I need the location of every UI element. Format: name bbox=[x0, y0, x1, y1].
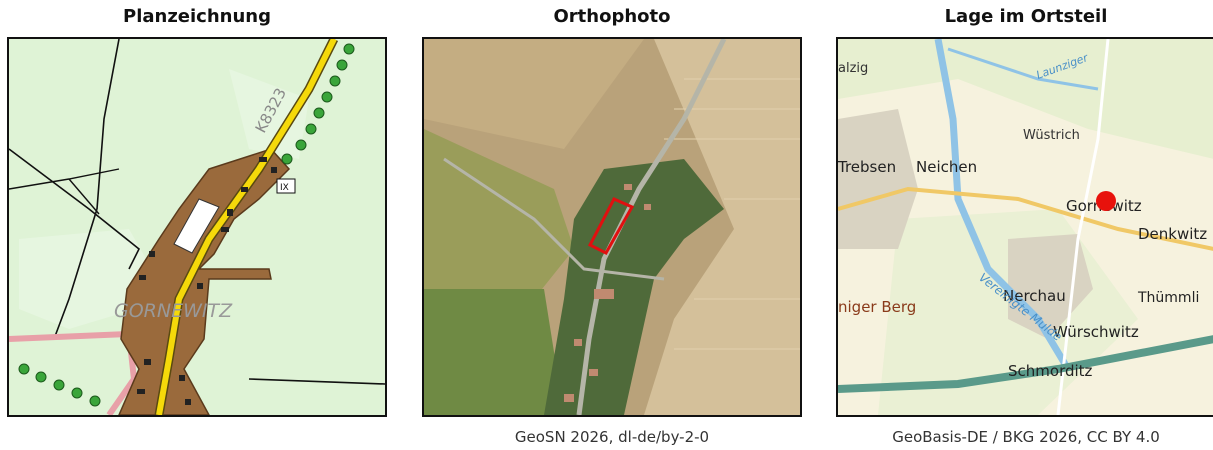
ortho-field bbox=[424, 289, 564, 415]
ortho-field bbox=[644, 39, 800, 415]
location-road bbox=[1056, 39, 1110, 415]
plan-plot[interactable] bbox=[173, 198, 220, 254]
ortho-map[interactable] bbox=[422, 37, 802, 417]
location-road bbox=[838, 186, 1213, 251]
ortho-buildings bbox=[564, 184, 651, 402]
plan-line bbox=[53, 208, 98, 340]
location-label-denkwitz: Denkwitz bbox=[1138, 225, 1207, 243]
location-label-neichen: Neichen bbox=[916, 158, 977, 176]
location-label-berg: niger Berg bbox=[838, 298, 916, 316]
location-label-top-left: alzig bbox=[838, 61, 868, 76]
plan-road bbox=[156, 39, 337, 415]
plan-line bbox=[96, 39, 120, 210]
location-highway bbox=[838, 335, 1213, 393]
location-label-nerchau: Nerchau bbox=[1003, 287, 1066, 305]
plan-place-label: GORNEWITZ bbox=[114, 300, 233, 322]
panel-title-ortho: Orthophoto bbox=[553, 6, 671, 27]
plan-line bbox=[248, 378, 385, 385]
location-map[interactable]: alzig Wüstrich Trebsen Neichen Gornewitz… bbox=[836, 37, 1213, 417]
ortho-credit: GeoSN 2026, dl-de/by-2-0 bbox=[514, 428, 710, 446]
location-map-svg: alzig Wüstrich Trebsen Neichen Gornewitz… bbox=[838, 39, 1213, 415]
location-label-wuerschwitz: Würschwitz bbox=[1053, 323, 1139, 341]
plan-settlement bbox=[118, 148, 291, 415]
plan-marker-label: IX bbox=[280, 183, 289, 193]
ortho-parcel[interactable] bbox=[587, 197, 635, 255]
location-label-trebsen: Trebsen bbox=[838, 158, 896, 176]
panel-title-plan: Planzeichnung bbox=[123, 6, 271, 27]
ortho-road bbox=[443, 157, 665, 281]
plan-patch bbox=[229, 69, 309, 159]
location-marker-icon[interactable] bbox=[1096, 191, 1116, 211]
plan-map-svg: K8323 GORNEWITZ IX bbox=[9, 39, 385, 415]
plan-buildings bbox=[137, 157, 277, 405]
location-label-schmorditz: Schmorditz bbox=[1008, 362, 1093, 380]
location-label-wuestrich: Wüstrich bbox=[1023, 128, 1080, 143]
ortho-map-svg bbox=[424, 39, 800, 415]
location-green bbox=[838, 39, 1213, 159]
panel-title-location: Lage im Ortsteil bbox=[944, 6, 1108, 27]
location-river bbox=[934, 39, 1072, 371]
location-river bbox=[947, 47, 1099, 91]
plan-line bbox=[9, 148, 141, 270]
location-credit: GeoBasis-DE / BKG 2026, CC BY 4.0 bbox=[892, 428, 1160, 446]
plan-line bbox=[68, 178, 100, 215]
plan-map[interactable]: K8323 GORNEWITZ IX bbox=[7, 37, 387, 417]
plan-tree-row bbox=[18, 43, 355, 407]
ortho-field bbox=[424, 39, 644, 149]
location-town bbox=[838, 109, 918, 249]
plan-marker-box bbox=[276, 178, 296, 194]
location-label-thuemmlitz: Thümmli bbox=[1137, 290, 1199, 306]
